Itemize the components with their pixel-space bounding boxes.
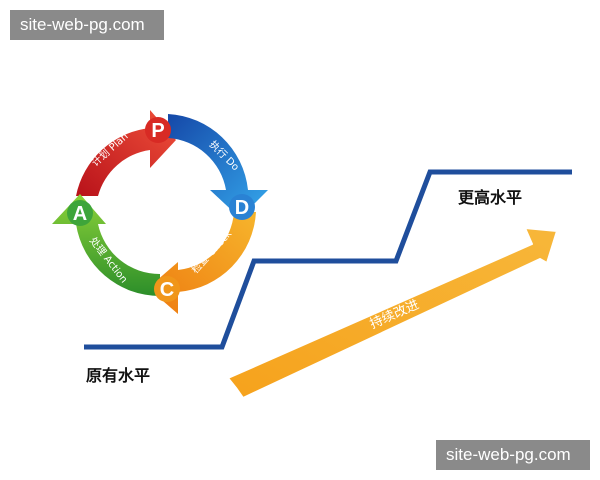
pdca-plan-letter: P — [151, 120, 164, 142]
pdca-do-letter: D — [235, 197, 249, 219]
level-step-line — [84, 169, 572, 350]
pdca-check-badge — [154, 276, 180, 302]
pdca-action-letter: A — [73, 203, 87, 225]
original-level-label: 原有水平 — [86, 366, 151, 385]
pdca-check-letter: C — [160, 279, 174, 301]
pdca-do-segment — [168, 114, 268, 218]
improvement-arrow: 持续改进 — [227, 227, 558, 399]
pdca-cycle: P D C A 计划 Plan 执行 Do 检查 Check 处理 Action — [52, 110, 268, 314]
higher-level-label: 更高水平 — [458, 188, 523, 207]
pdca-plan-badge — [145, 117, 171, 143]
pdca-action-badge — [67, 200, 93, 226]
watermark-top: site-web-pg.com — [10, 10, 164, 40]
pdca-do-badge — [229, 194, 255, 220]
watermark-bottom: site-web-pg.com — [436, 440, 590, 470]
